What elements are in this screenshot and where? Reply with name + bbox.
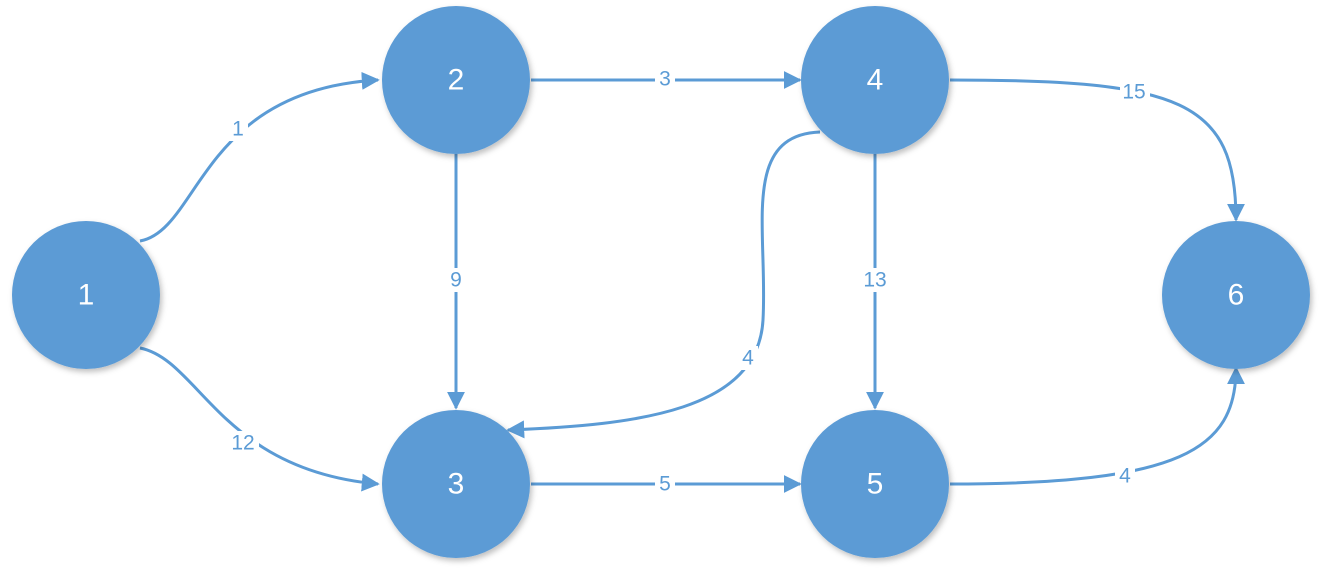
edge-label-2-3: 9 — [446, 268, 466, 292]
weight-4-5: 13 — [863, 269, 886, 292]
node-3-circle — [382, 410, 530, 558]
node-6: 6 — [1162, 221, 1310, 369]
edge-label-1-3: 12 — [229, 431, 259, 455]
weight-1-3: 12 — [231, 432, 254, 455]
weight-3-5: 5 — [659, 473, 671, 496]
node-1-label: 1 — [78, 279, 95, 312]
edge-1-3 — [139, 346, 380, 492]
node-5-circle — [801, 410, 949, 558]
edge-label-4-3: 4 — [738, 346, 758, 370]
node-2: 2 — [382, 6, 530, 154]
label-bg — [655, 472, 675, 496]
node-1: 1 — [12, 221, 160, 369]
node-5: 5 — [801, 410, 949, 558]
edge-4-6 — [949, 78, 1245, 222]
node-4-label: 4 — [867, 64, 884, 97]
edge-1-2 — [139, 71, 380, 243]
weight-1-2: 1 — [232, 118, 244, 141]
weight-4-6: 15 — [1122, 81, 1145, 104]
node-6-label: 6 — [1228, 279, 1245, 312]
node-3-label: 3 — [448, 468, 465, 501]
edge-label-4-6: 15 — [1120, 80, 1150, 104]
edge-5-6 — [949, 366, 1245, 486]
nodes: 1 2 3 4 5 6 — [12, 6, 1310, 558]
edge-label-2-4: 3 — [655, 68, 675, 92]
node-5-label: 5 — [867, 468, 884, 501]
node-2-circle — [382, 6, 530, 154]
label-bg — [860, 268, 890, 292]
label-bg — [655, 68, 675, 92]
node-3: 3 — [382, 410, 530, 558]
weight-4-3: 4 — [742, 347, 754, 370]
edge-label-5-6: 4 — [1115, 464, 1135, 488]
edges — [139, 71, 1245, 493]
label-bg — [228, 117, 248, 141]
label-bg — [446, 268, 466, 292]
label-bg — [229, 431, 259, 455]
node-1-circle — [12, 221, 160, 369]
weight-2-4: 3 — [659, 68, 671, 91]
edge-4-3 — [506, 130, 821, 439]
node-4-circle — [801, 6, 949, 154]
weight-5-6: 4 — [1119, 465, 1131, 488]
edge-label-1-2: 1 — [228, 117, 248, 141]
label-bg — [738, 346, 758, 370]
node-6-circle — [1162, 221, 1310, 369]
label-bg — [1120, 80, 1150, 104]
node-4: 4 — [801, 6, 949, 154]
edge-labels: 1 12 3 9 4 13 15 5 — [228, 68, 1150, 496]
edge-label-4-5: 13 — [860, 268, 890, 292]
edge-label-3-5: 5 — [655, 472, 675, 496]
label-bg — [1115, 464, 1135, 488]
weight-2-3: 9 — [450, 269, 462, 292]
node-2-label: 2 — [448, 64, 465, 97]
